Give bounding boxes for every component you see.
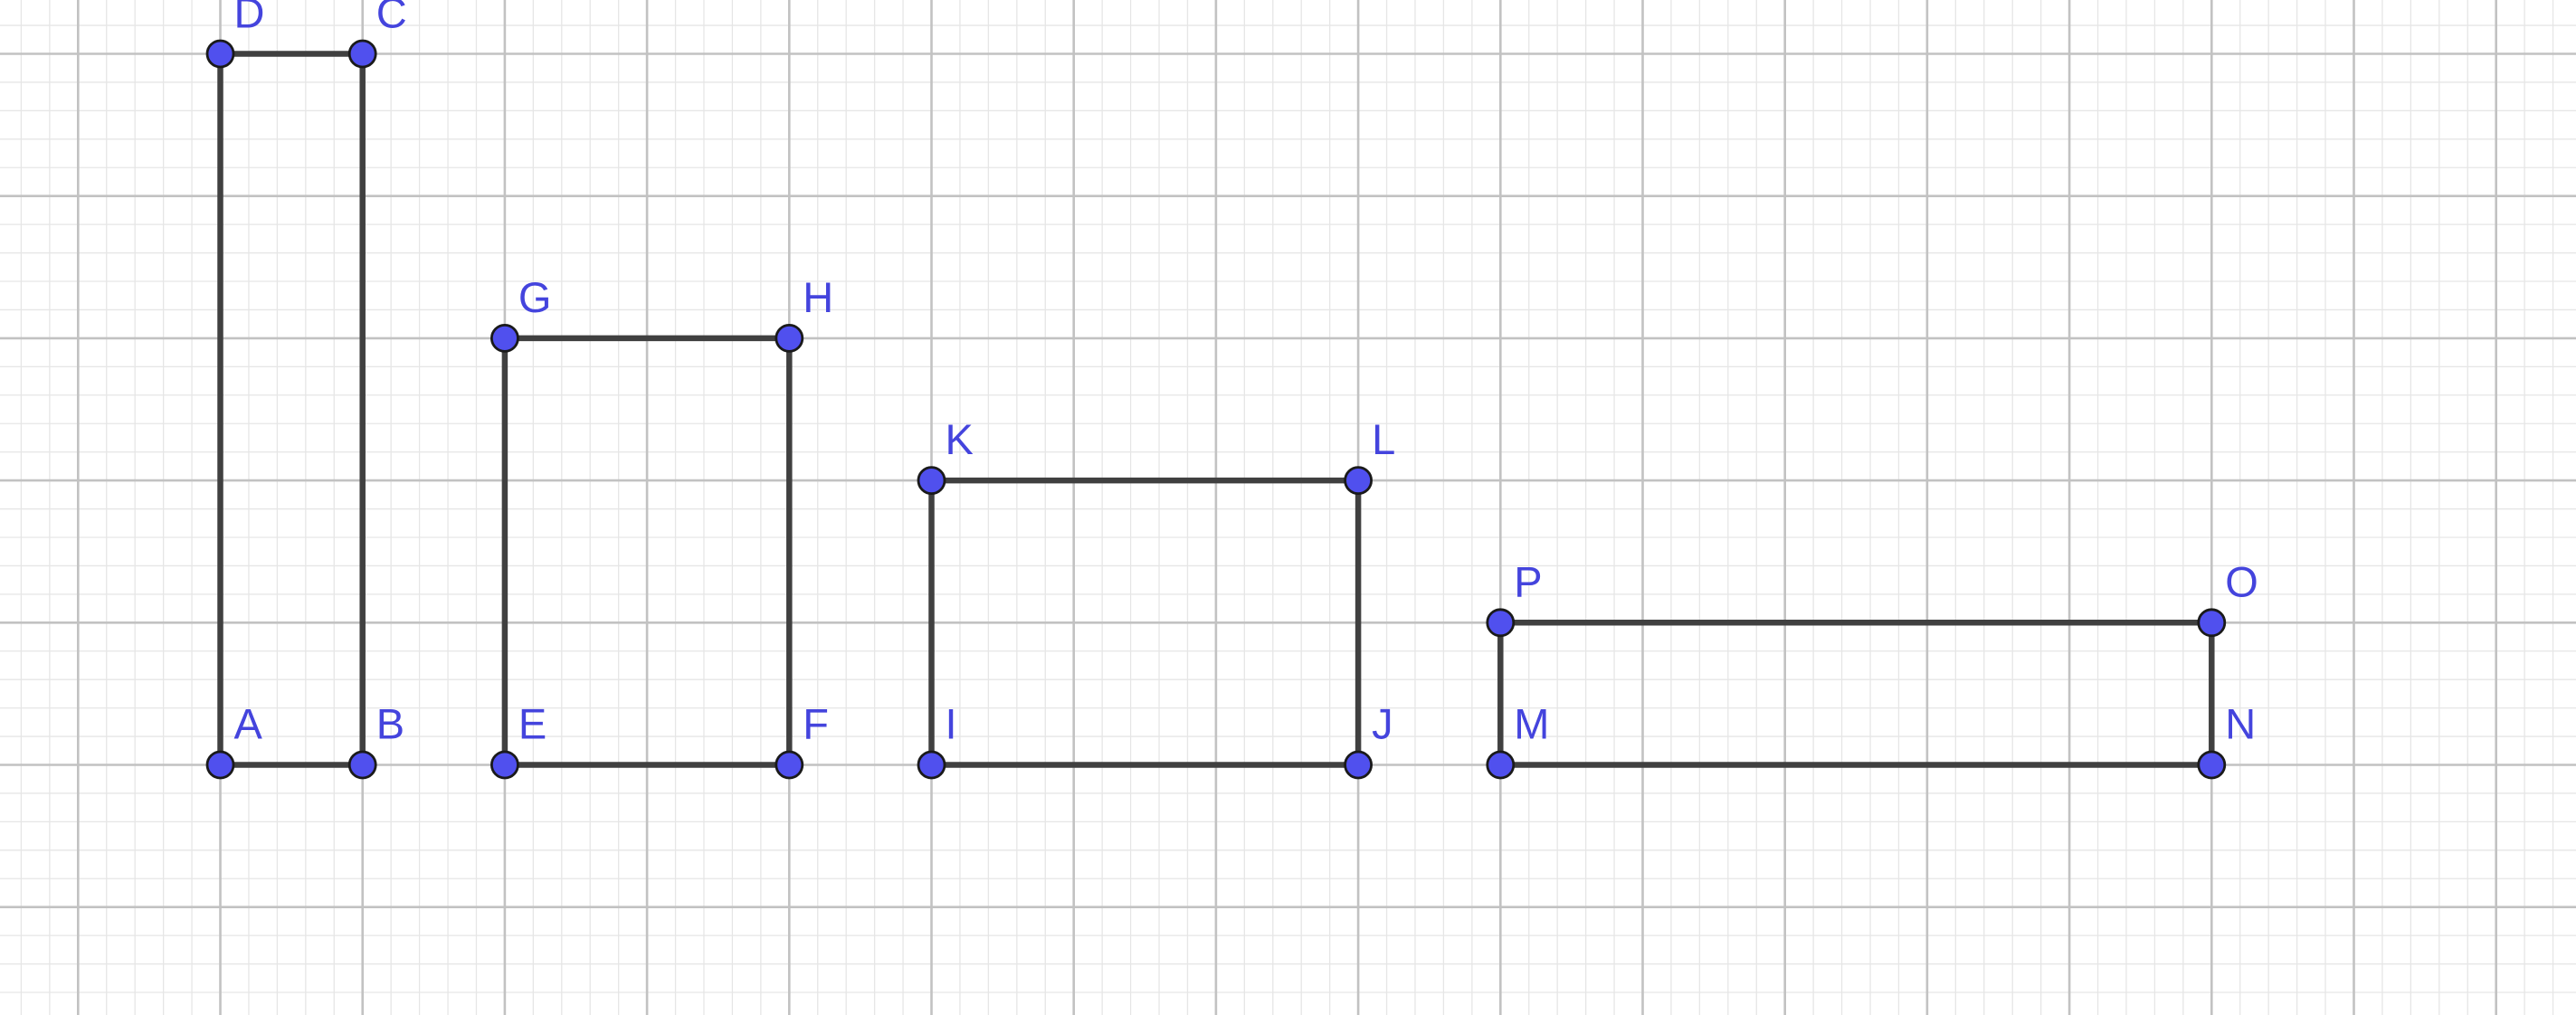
point-label-C: C	[376, 0, 407, 37]
point-label-A: A	[234, 700, 263, 748]
point-M[interactable]	[1486, 750, 1516, 780]
point-B[interactable]	[347, 750, 377, 780]
point-label-H: H	[803, 273, 833, 321]
point-label-I: I	[946, 700, 957, 748]
point-label-O: O	[2225, 557, 2258, 605]
point-O[interactable]	[2197, 608, 2227, 638]
point-H[interactable]	[775, 323, 804, 353]
point-D[interactable]	[205, 39, 235, 69]
point-P[interactable]	[1486, 608, 1516, 638]
point-I[interactable]	[917, 750, 946, 780]
point-label-L: L	[1372, 415, 1395, 463]
rectangle-ijlk-edges	[928, 477, 1362, 768]
point-N[interactable]	[2197, 750, 2227, 780]
point-label-J: J	[1372, 700, 1393, 748]
point-E[interactable]	[490, 750, 519, 780]
point-label-D: D	[234, 0, 265, 37]
vertex-labels: A B C D E F H G I J L K M N O P	[234, 0, 2258, 748]
point-label-M: M	[1514, 700, 1549, 748]
point-A[interactable]	[205, 750, 235, 780]
rectangle-mnop-edges	[1497, 620, 2215, 768]
point-F[interactable]	[775, 750, 804, 780]
rectangle-efhg-edges	[501, 335, 793, 768]
point-C[interactable]	[347, 39, 377, 69]
point-label-E: E	[518, 700, 547, 748]
point-label-K: K	[946, 415, 974, 463]
vertex-points	[205, 39, 2227, 780]
rectangle-abcd-edges	[217, 51, 366, 768]
point-G[interactable]	[490, 323, 519, 353]
point-L[interactable]	[1344, 466, 1373, 495]
point-label-P: P	[1514, 557, 1542, 605]
rectangle-edges	[217, 51, 2215, 768]
point-J[interactable]	[1344, 750, 1373, 780]
point-label-B: B	[376, 700, 404, 748]
point-label-G: G	[518, 273, 552, 321]
point-label-N: N	[2225, 700, 2256, 748]
point-K[interactable]	[917, 466, 946, 495]
point-label-F: F	[803, 700, 829, 748]
